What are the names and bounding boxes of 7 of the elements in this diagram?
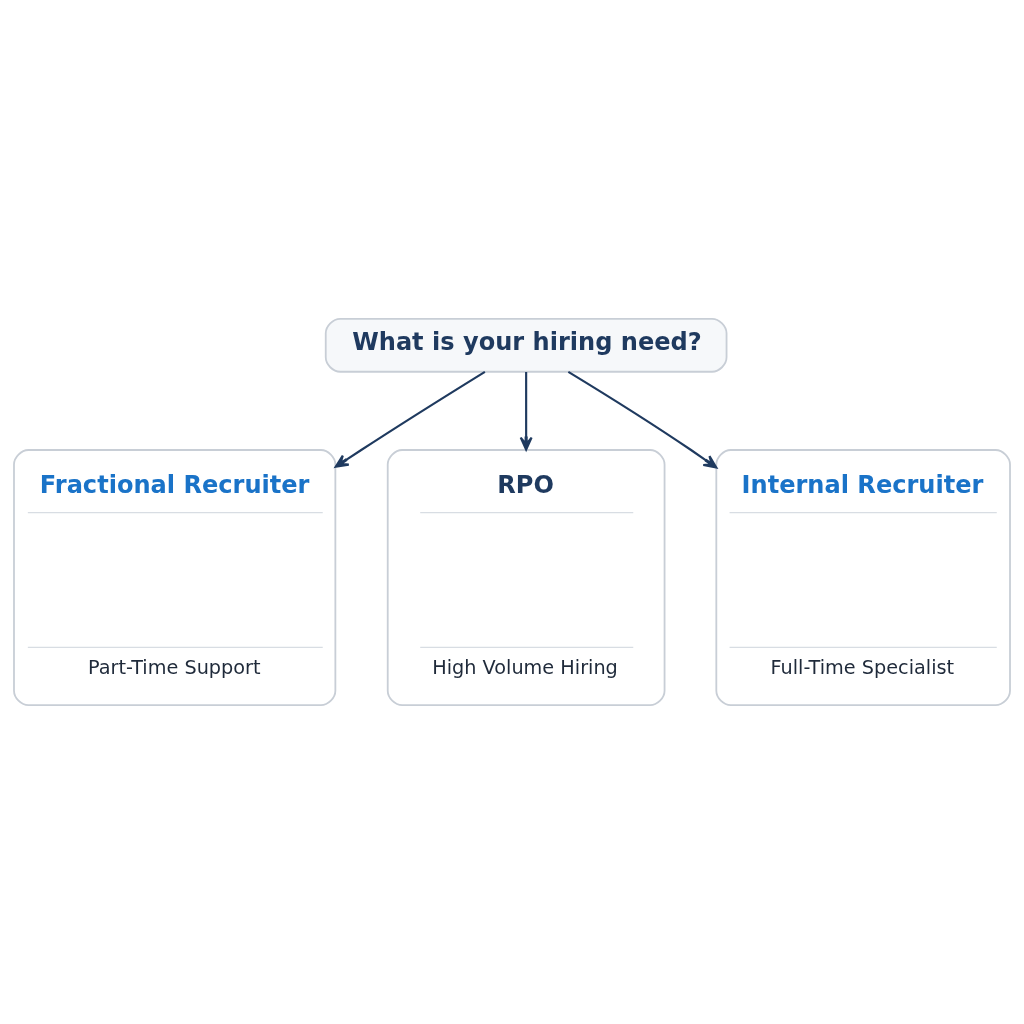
node-box: RPO High Volume Hiring (386, 449, 666, 707)
arrow (334, 370, 486, 468)
node-box: Internal Recruiter Full-Time Specialist (715, 449, 1011, 707)
node-box: What is your hiring need? (324, 317, 728, 373)
arrow (567, 370, 718, 469)
arrow (519, 372, 533, 451)
node-box: Fractional Recruiter Part-Time Support (13, 449, 337, 707)
